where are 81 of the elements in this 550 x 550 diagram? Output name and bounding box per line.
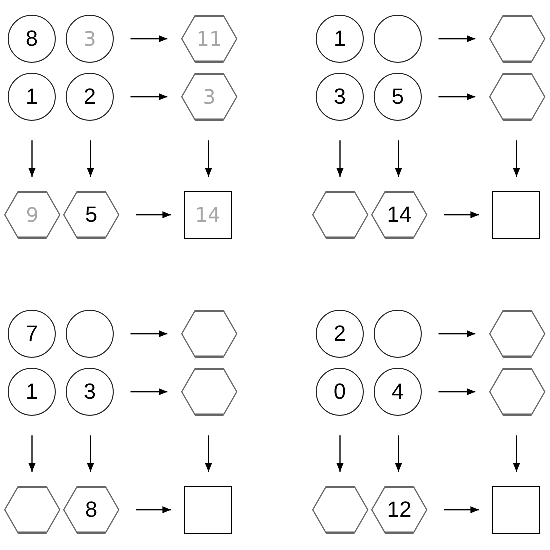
square-node bbox=[492, 191, 540, 239]
handwritten-number: 9 bbox=[26, 205, 39, 225]
circle-node bbox=[66, 310, 114, 358]
number: 1 bbox=[26, 86, 38, 108]
arrow bbox=[28, 140, 36, 177]
number: 3 bbox=[334, 86, 346, 108]
number: 2 bbox=[334, 323, 346, 345]
hexagon-node bbox=[371, 191, 428, 239]
circle-node bbox=[8, 15, 56, 63]
circle-node bbox=[316, 368, 364, 416]
arrow bbox=[513, 436, 520, 472]
arrow bbox=[395, 436, 402, 472]
number: 5 bbox=[392, 86, 404, 108]
hexagon-node bbox=[489, 73, 546, 121]
hexagon-node bbox=[63, 191, 120, 239]
arrow bbox=[438, 388, 476, 396]
circle-node bbox=[316, 310, 364, 358]
hexagon-node bbox=[312, 191, 369, 239]
number: 0 bbox=[334, 381, 346, 403]
arrow bbox=[438, 94, 476, 100]
number: 2 bbox=[84, 86, 96, 108]
arrow bbox=[205, 140, 212, 177]
circle-node bbox=[66, 368, 114, 416]
circle-node bbox=[8, 73, 56, 121]
arrow bbox=[336, 140, 344, 177]
circle-node bbox=[66, 73, 114, 121]
arrow bbox=[336, 436, 344, 472]
circle-node bbox=[316, 73, 364, 121]
square-node bbox=[492, 486, 540, 534]
arrow bbox=[87, 436, 94, 472]
arrow bbox=[130, 388, 168, 396]
hexagon-node bbox=[181, 310, 238, 358]
arrow bbox=[136, 506, 172, 514]
circle-node bbox=[316, 15, 364, 63]
arrow bbox=[28, 436, 36, 472]
hexagon-node bbox=[312, 486, 369, 534]
hexagon-node bbox=[181, 73, 238, 121]
number: 7 bbox=[26, 323, 38, 345]
hexagon-node bbox=[371, 486, 428, 534]
hexagon-node bbox=[489, 15, 546, 63]
circle-node bbox=[374, 368, 422, 416]
number: 14 bbox=[387, 204, 412, 226]
number: 4 bbox=[392, 381, 404, 403]
circle-node bbox=[66, 15, 114, 63]
arrow bbox=[130, 330, 168, 338]
arrow bbox=[130, 36, 168, 42]
arrow bbox=[395, 140, 402, 177]
number: 1 bbox=[26, 381, 38, 403]
handwritten-number: 3 bbox=[84, 29, 96, 49]
arrow bbox=[444, 212, 480, 218]
circle-node bbox=[8, 368, 56, 416]
hexagon-node bbox=[4, 191, 61, 239]
hexagon-node bbox=[63, 486, 120, 534]
number: 12 bbox=[387, 499, 412, 521]
circle-node bbox=[374, 73, 422, 121]
number: 1 bbox=[334, 28, 346, 50]
hexagon-node bbox=[4, 486, 61, 534]
arrow bbox=[438, 36, 476, 42]
arrow bbox=[136, 212, 172, 218]
handwritten-number: 14 bbox=[195, 205, 221, 225]
number: 8 bbox=[26, 28, 38, 50]
circle-node bbox=[8, 310, 56, 358]
square-node bbox=[184, 191, 232, 239]
hexagon-node bbox=[489, 368, 546, 416]
handwritten-number: 3 bbox=[203, 87, 216, 107]
arrow bbox=[438, 330, 476, 338]
number: 3 bbox=[84, 381, 96, 403]
arrow bbox=[130, 94, 168, 100]
circle-node bbox=[374, 15, 422, 63]
handwritten-number: 11 bbox=[196, 29, 222, 49]
circle-node bbox=[374, 310, 422, 358]
square-node bbox=[184, 486, 232, 534]
arrow bbox=[87, 140, 94, 177]
hexagon-node bbox=[181, 368, 238, 416]
arrow bbox=[444, 506, 480, 514]
hexagon-node bbox=[181, 15, 238, 63]
arrow bbox=[513, 140, 520, 177]
hexagon-node bbox=[489, 310, 546, 358]
number: 8 bbox=[85, 499, 98, 521]
number: 5 bbox=[85, 204, 98, 226]
arrow bbox=[205, 436, 212, 472]
